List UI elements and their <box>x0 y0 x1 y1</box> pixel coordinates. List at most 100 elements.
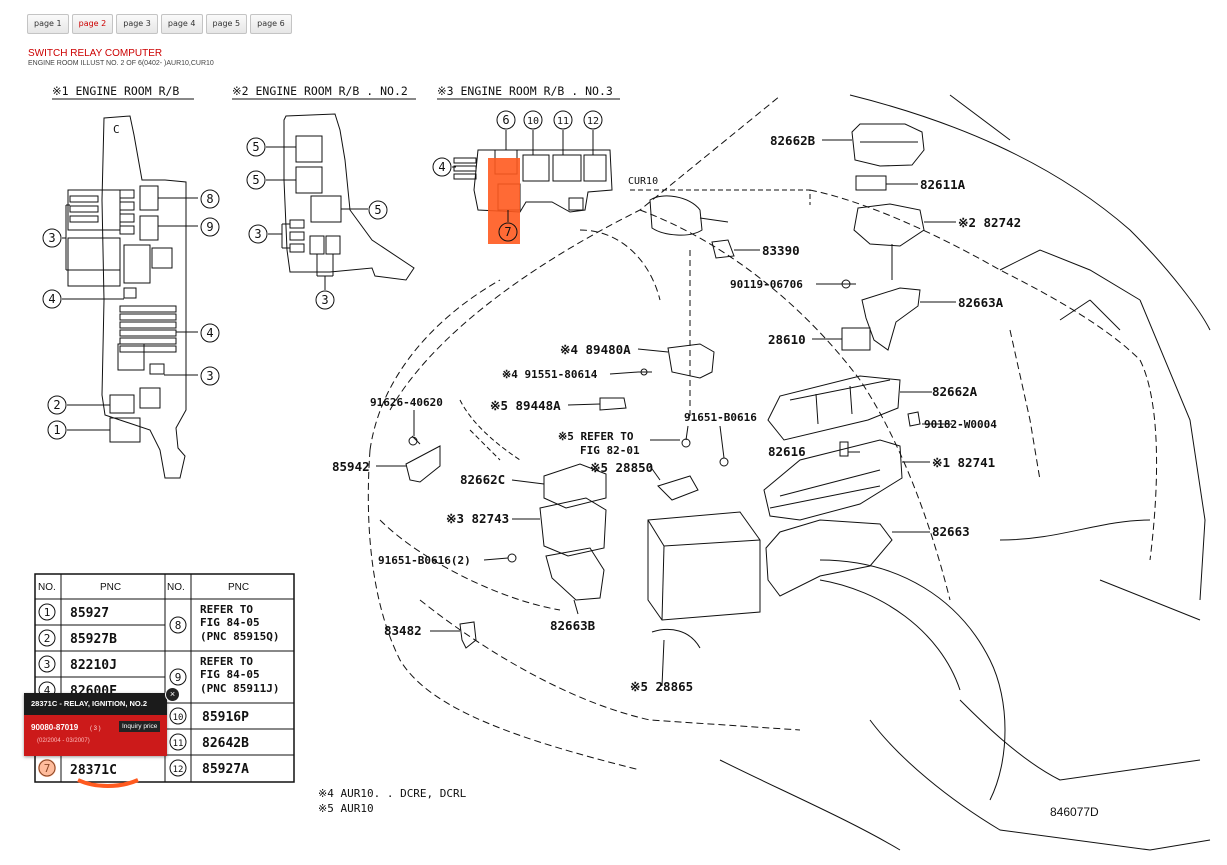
callout-11: 11 <box>553 110 573 130</box>
svg-text:4: 4 <box>438 160 445 174</box>
section-engine-room-rb-no3: ※3 ENGINE ROOM R/B . NO.3 <box>437 84 613 98</box>
tab-page-4[interactable]: page 4 <box>160 14 203 34</box>
label-82663A[interactable]: 82663A <box>958 295 1004 310</box>
table-row: 1 85927 <box>38 603 109 621</box>
popup-date-range: (02/2004 - 03/2007) <box>37 738 90 744</box>
illustration-number: 846077D <box>1050 805 1099 819</box>
label-82662C[interactable]: 82662C <box>460 472 505 487</box>
svg-text:12: 12 <box>587 116 599 127</box>
label-82662B[interactable]: 82662B <box>770 133 816 148</box>
popup-part-number[interactable]: 90080-87019 <box>31 723 79 732</box>
highlight-relay-7[interactable] <box>488 158 520 244</box>
label-91626-40620[interactable]: 91626-40620 <box>370 396 443 409</box>
callout-5b: 5 <box>246 170 266 190</box>
pnc-85927A[interactable]: 85927A <box>202 762 249 777</box>
table-row: 3 82210J <box>38 655 117 673</box>
svg-text:5: 5 <box>374 203 381 217</box>
pnc-82642B[interactable]: 82642B <box>202 736 249 751</box>
page-tabs: page 1 page 2 page 3 page 4 page 5 page … <box>27 14 292 34</box>
callout-4a: 4 <box>42 289 62 309</box>
label-82663[interactable]: 82663 <box>932 524 970 539</box>
callout-10: 10 <box>523 110 543 130</box>
label-83482[interactable]: 83482 <box>384 623 422 638</box>
callout-3c: 3 <box>248 224 268 244</box>
tab-page-6[interactable]: page 6 <box>250 14 292 34</box>
highlight-underline <box>77 778 139 788</box>
svg-text:REFER TO: REFER TO <box>200 655 253 668</box>
callout-3b: 3 <box>200 366 220 386</box>
svg-text:1: 1 <box>53 423 60 437</box>
tab-page-1[interactable]: page 1 <box>27 14 69 34</box>
label-89480A[interactable]: ※4 89480A <box>560 342 631 357</box>
tab-page-2[interactable]: page 2 <box>71 14 114 34</box>
tab-page-3[interactable]: page 3 <box>116 14 158 34</box>
callout-9: 9 <box>200 217 220 237</box>
callout-4c: 4 <box>432 157 452 177</box>
ref-fig-84-05-b[interactable]: FIG 84-05 <box>200 668 260 681</box>
pnc-82210J[interactable]: 82210J <box>70 658 117 673</box>
callout-4b: 4 <box>200 323 220 343</box>
part-popup: 28371C - RELAY, IGNITION, NO.2 90080-870… <box>24 693 167 756</box>
footnote-aur10-dcre: ※4 AUR10. . DCRE, DCRL <box>318 787 467 800</box>
label-89448A[interactable]: ※5 89448A <box>490 398 561 413</box>
label-90119-06706[interactable]: 90119-06706 <box>730 278 803 291</box>
table-row: 12 85927A <box>169 759 249 777</box>
svg-text:2: 2 <box>53 398 60 412</box>
page-title: SWITCH RELAY COMPUTER <box>28 48 163 59</box>
label-83390[interactable]: 83390 <box>762 243 800 258</box>
tab-page-5[interactable]: page 5 <box>205 14 248 34</box>
svg-text:8: 8 <box>206 192 213 206</box>
pnc-85927[interactable]: 85927 <box>70 606 109 621</box>
label-28610[interactable]: 28610 <box>768 332 806 347</box>
relay-block-1: C <box>67 115 187 479</box>
svg-text:7: 7 <box>504 225 511 239</box>
label-28850[interactable]: ※5 28850 <box>590 460 653 475</box>
svg-text:8: 8 <box>175 619 182 632</box>
svg-text:5: 5 <box>252 140 259 154</box>
label-91551-80614[interactable]: ※4 91551-80614 <box>502 368 598 381</box>
label-fig-82-01[interactable]: FIG 82-01 <box>580 444 640 457</box>
leader-lines <box>376 139 956 687</box>
table-header-pnc: PNC <box>100 582 121 593</box>
page-subtitle: ENGINE ROOM ILLUST NO. 2 OF 6(0402- )AUR… <box>28 60 214 67</box>
section-engine-room-rb-no2: ※2 ENGINE ROOM R/B . NO.2 <box>232 84 408 98</box>
svg-text:9: 9 <box>206 220 213 234</box>
label-82662A[interactable]: 82662A <box>932 384 978 399</box>
label-85942[interactable]: 85942 <box>332 459 370 474</box>
label-82743[interactable]: ※3 82743 <box>446 511 509 526</box>
label-82663B[interactable]: 82663B <box>550 618 596 633</box>
callout-1: 1 <box>47 420 67 440</box>
svg-text:12: 12 <box>173 765 184 775</box>
label-82616[interactable]: 82616 <box>768 444 806 459</box>
table-header-pnc-2: PNC <box>228 582 249 593</box>
close-icon[interactable]: × <box>165 687 180 702</box>
pnc-28371C[interactable]: 28371C <box>70 763 117 778</box>
svg-text:1: 1 <box>44 606 51 619</box>
svg-text:REFER TO: REFER TO <box>200 603 253 616</box>
callout-5a: 5 <box>246 137 266 157</box>
svg-text:4: 4 <box>48 292 55 306</box>
label-refer-to: ※5 REFER TO <box>558 430 634 443</box>
pnc-85916P[interactable]: 85916P <box>202 710 249 725</box>
inquiry-price-button[interactable]: Inquiry price <box>119 721 161 732</box>
ref-fig-84-05-a[interactable]: FIG 84-05 <box>200 616 260 629</box>
pnc-85927B[interactable]: 85927B <box>70 632 117 647</box>
popup-title: 28371C - RELAY, IGNITION, NO.2 <box>24 693 167 715</box>
label-91651-B0616[interactable]: 91651-B0616 <box>684 411 757 424</box>
section-engine-room-rb: ※1 ENGINE ROOM R/B <box>52 84 179 98</box>
label-82611A[interactable]: 82611A <box>920 177 966 192</box>
label-82741[interactable]: ※1 82741 <box>932 455 995 470</box>
svg-text:10: 10 <box>173 713 184 723</box>
label-82742[interactable]: ※2 82742 <box>958 215 1021 230</box>
highlight-circle-7 <box>38 759 56 777</box>
callouts: 8 9 3 4 4 3 2 1 5 5 5 3 3 4 6 10 11 12 7 <box>42 110 603 440</box>
label-28865[interactable]: ※5 28865 <box>630 679 693 694</box>
table-row: 9 REFER TO FIG 84-05 (PNC 85911J) <box>169 655 279 695</box>
label-91651-B0616-2[interactable]: 91651-B0616(2) <box>378 554 471 567</box>
svg-text:5: 5 <box>252 173 259 187</box>
label-90182-W0004[interactable]: 90182-W0004 <box>924 418 997 431</box>
callout-6: 6 <box>496 110 516 130</box>
label-cur10: CUR10 <box>628 176 658 187</box>
svg-text:3: 3 <box>44 658 51 671</box>
